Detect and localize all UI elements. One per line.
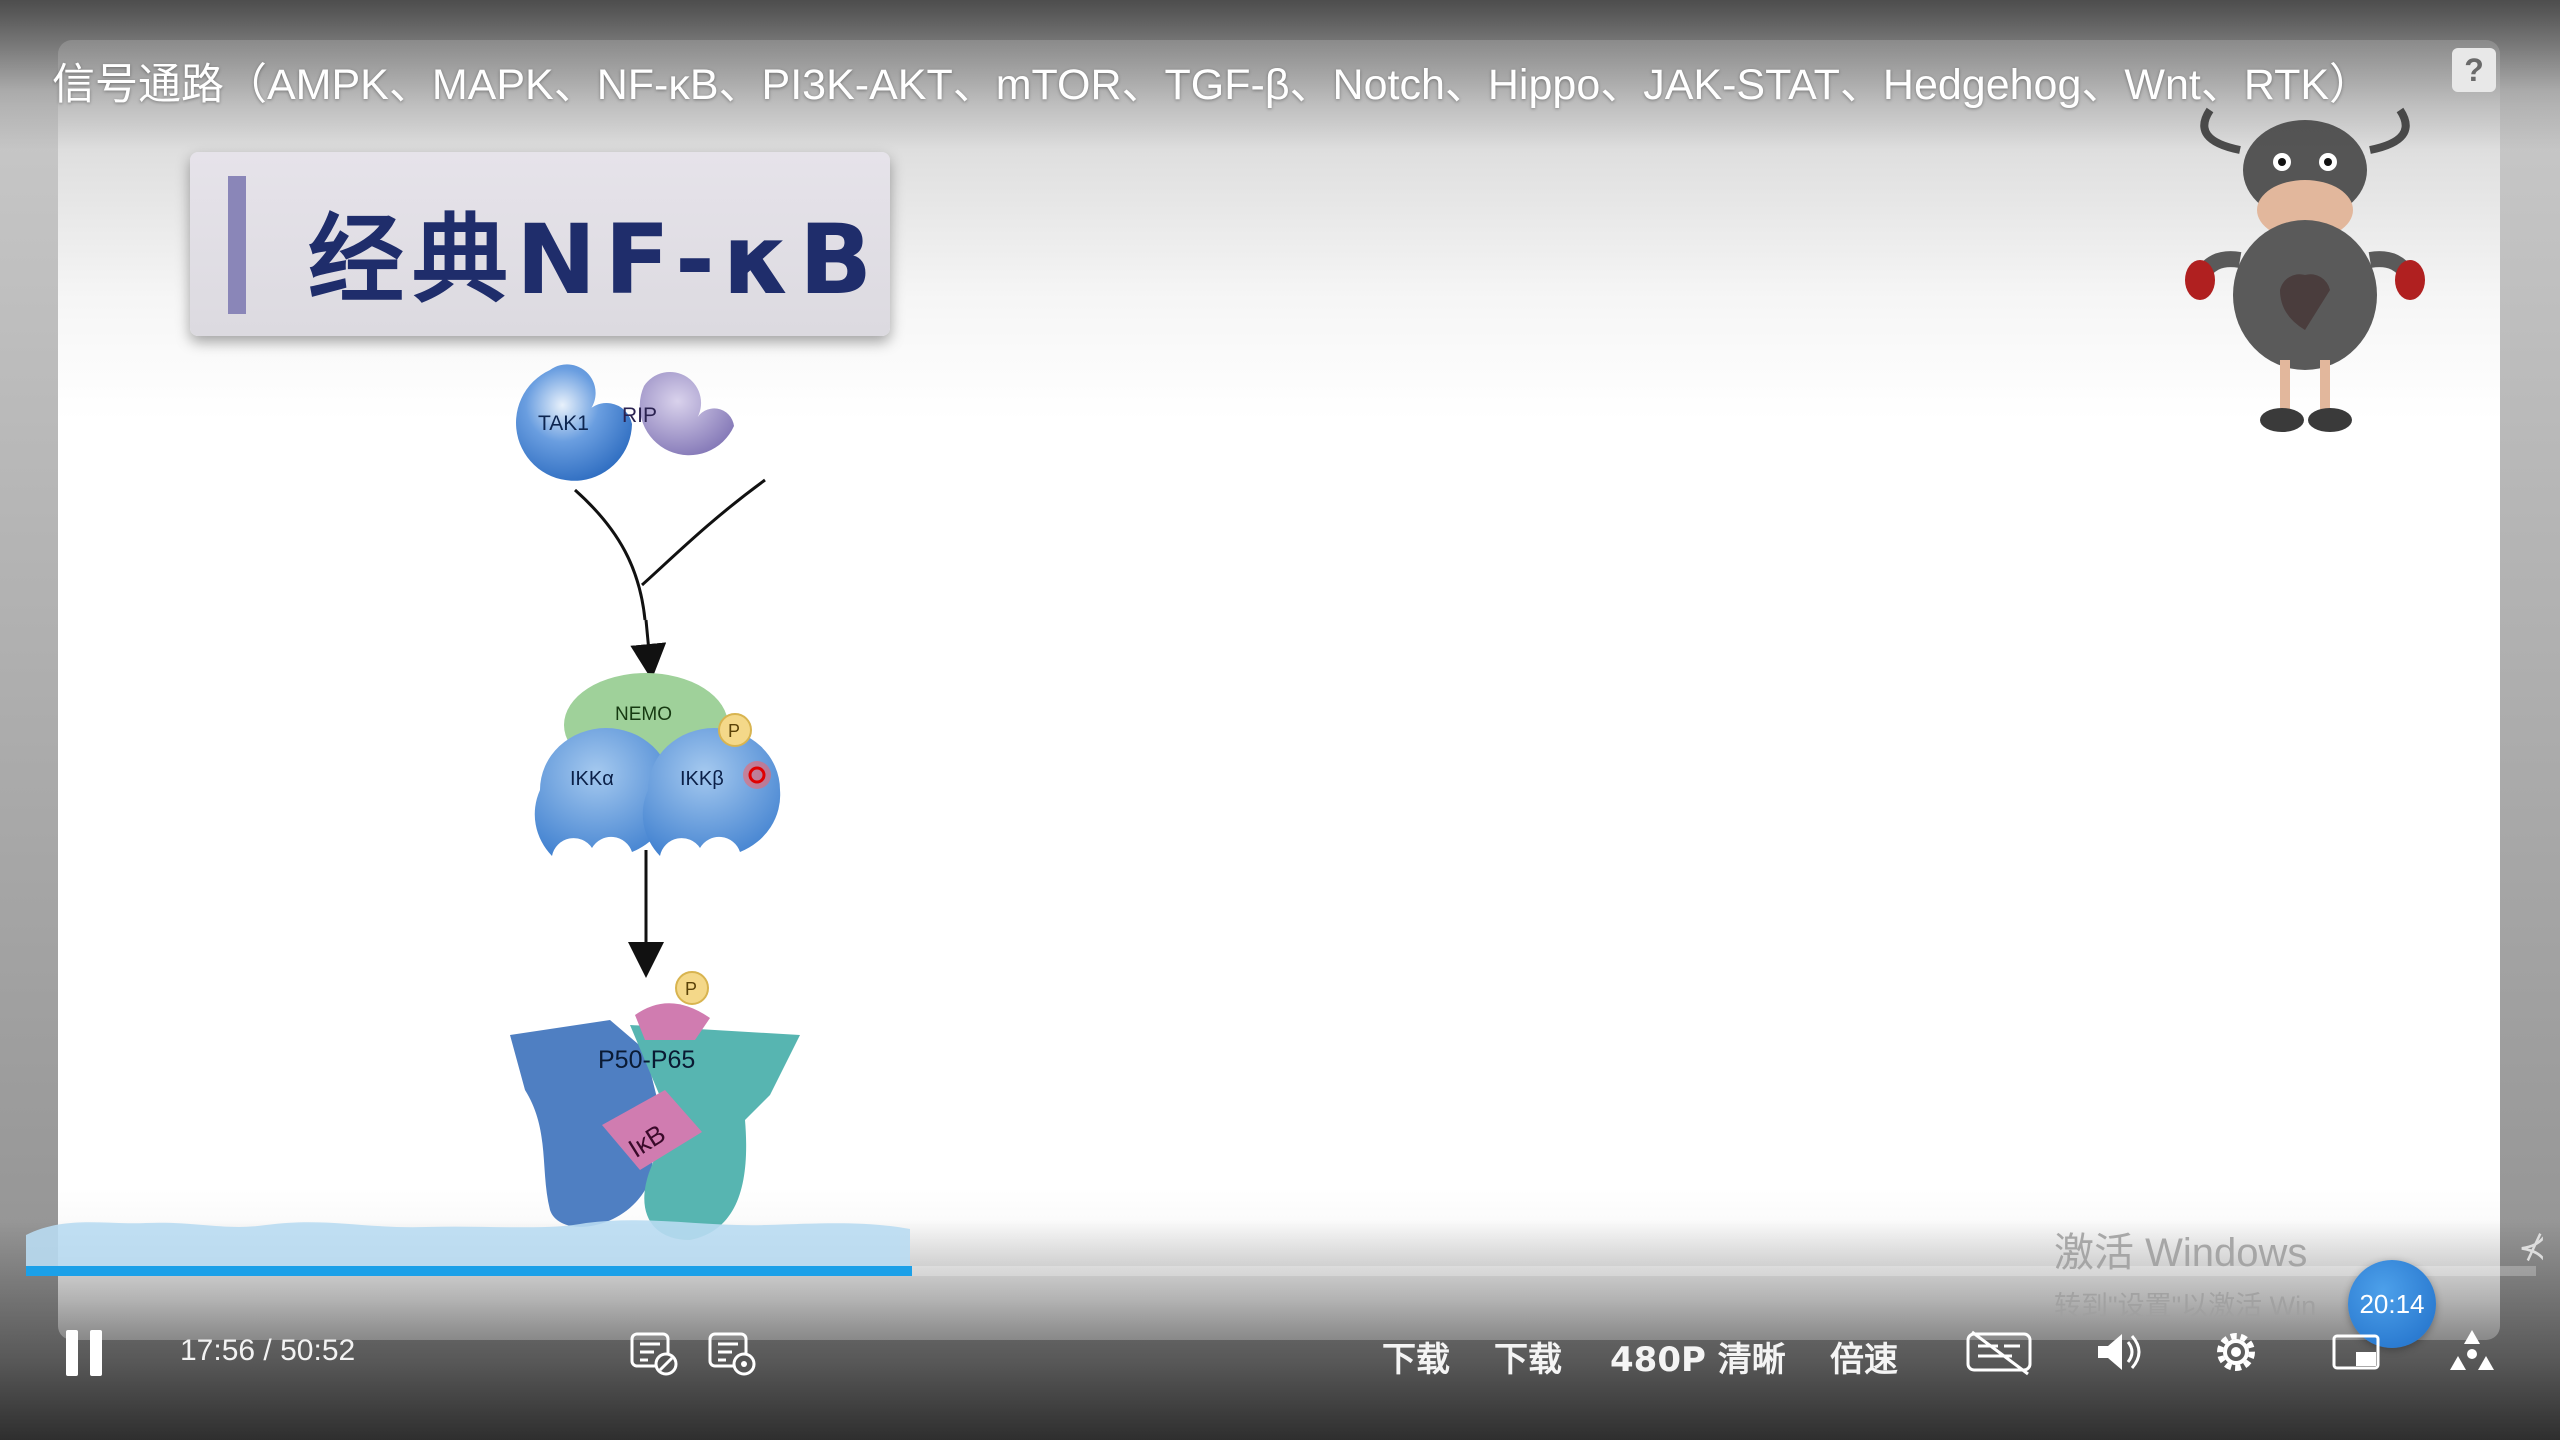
player-control-bar: 17:56 / 50:52 下载 下载 480P 清晰 倍速 [0, 1308, 2560, 1408]
rip-label: RIP [622, 404, 657, 427]
slide-title: 经典NF-κB [308, 204, 881, 316]
slide-frame: 经典NF-κB [58, 40, 2500, 1340]
ikkb-subunit [642, 728, 781, 856]
p50-subunit [510, 1020, 660, 1227]
slide-title-card: 经典NF-κB [190, 152, 890, 336]
ikka-label: IKKα [570, 768, 614, 790]
danmaku-settings-icon[interactable] [706, 1326, 758, 1378]
title-accent-bar [228, 176, 246, 314]
ikk-complex: NEMO IKKα IKKβ P [534, 673, 781, 856]
nfkb-complex: P IκB P50-P65 [510, 971, 800, 1240]
floating-time-badge[interactable]: 20:14 [2348, 1260, 2436, 1348]
arrow-converge-left [574, 488, 647, 621]
danmaku-off-icon[interactable] [628, 1326, 680, 1378]
p65-subunit [630, 1025, 800, 1240]
side-handle[interactable]: ⊀ [2518, 1228, 2547, 1268]
pause-button[interactable] [62, 1330, 106, 1376]
help-button[interactable]: ? [2452, 48, 2496, 92]
ikb-subunit [602, 1090, 702, 1170]
watermark-line2: 转到"设置"以激活 Win [2054, 1291, 2317, 1321]
phospho-label-ikk: P [728, 721, 740, 741]
volume-icon[interactable] [2092, 1326, 2144, 1378]
fullscreen-icon[interactable] [2446, 1326, 2498, 1378]
arrow-to-ikk [630, 619, 667, 680]
video-title: 信号通路（AMPK、MAPK、NF-κB、PI3K-AKT、mTOR、TGF-β… [52, 61, 2373, 109]
tak1-label: TAK1 [538, 412, 589, 435]
speed-button[interactable]: 倍速 [1830, 1340, 1898, 1380]
phospho-site [635, 1003, 710, 1040]
current-time: 17:56 [180, 1334, 256, 1367]
phospho-label-ikb: P [685, 979, 697, 999]
ikka-subunit [534, 728, 673, 856]
top-gradient [0, 0, 2560, 150]
time-separator: / [263, 1334, 272, 1367]
subtitle-icon[interactable] [1964, 1326, 2036, 1378]
download-button-2[interactable]: 下载 [1494, 1340, 1562, 1380]
watermark-line1: 激活 Windows [2054, 1231, 2308, 1275]
time-display: 17:56 / 50:52 [180, 1334, 355, 1368]
rip-protein: RIP [622, 371, 734, 456]
total-duration: 50:52 [280, 1334, 356, 1367]
p50p65-label: P50-P65 [598, 1046, 695, 1074]
progress-bar[interactable] [26, 1266, 2536, 1276]
ikkb-label: IKKβ [680, 768, 724, 790]
buffer-preview-wave [26, 1220, 910, 1268]
windows-activation-watermark: 激活 Windows 转到"设置"以激活 Win [2054, 1220, 2316, 1323]
settings-icon[interactable] [2210, 1326, 2262, 1378]
phospho-group-ikb [675, 971, 709, 1005]
quality-selector[interactable]: 480P 清晰 [1610, 1340, 1786, 1380]
download-button-1[interactable]: 下载 [1382, 1340, 1450, 1380]
arrow-converge-right [641, 478, 766, 587]
phospho-group-ikk [718, 713, 752, 747]
nemo-label: NEMO [615, 704, 672, 725]
nfkb-pathway-diagram: TAK1 RIP NEMO IKKα IKKβ P [510, 364, 800, 1240]
cursor-indicator [743, 761, 771, 789]
tak1-protein: TAK1 [516, 364, 632, 481]
progress-fill [26, 1266, 913, 1276]
picture-in-picture-icon[interactable] [2330, 1326, 2382, 1378]
